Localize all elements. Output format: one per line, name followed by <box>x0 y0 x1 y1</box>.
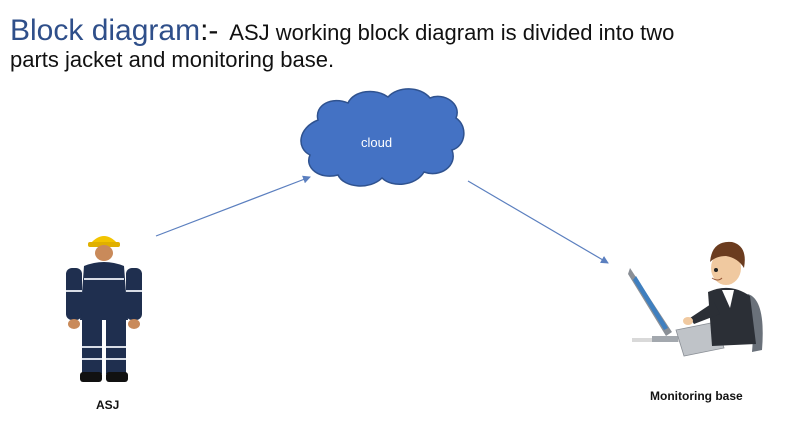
heading-separator: :- <box>200 14 219 47</box>
slide-heading: Block diagram:- ASJ working block diagra… <box>10 14 800 72</box>
worker-label: ASJ <box>96 398 120 412</box>
monitoring-base-label: Monitoring base <box>650 389 743 403</box>
arrow-cloud-to-monitoring <box>467 180 609 264</box>
heading-title: Block diagram <box>10 14 201 47</box>
arrow-worker-to-cloud <box>155 175 311 237</box>
cloud-label: cloud <box>361 135 393 150</box>
heading-description: ASJ working block diagram is divided int… <box>224 20 675 45</box>
heading-description-continued: parts jacket and monitoring base. <box>10 46 335 72</box>
monitoring-operator-icon <box>628 241 763 357</box>
cloud-icon <box>300 88 465 187</box>
worker-icon <box>66 236 142 382</box>
